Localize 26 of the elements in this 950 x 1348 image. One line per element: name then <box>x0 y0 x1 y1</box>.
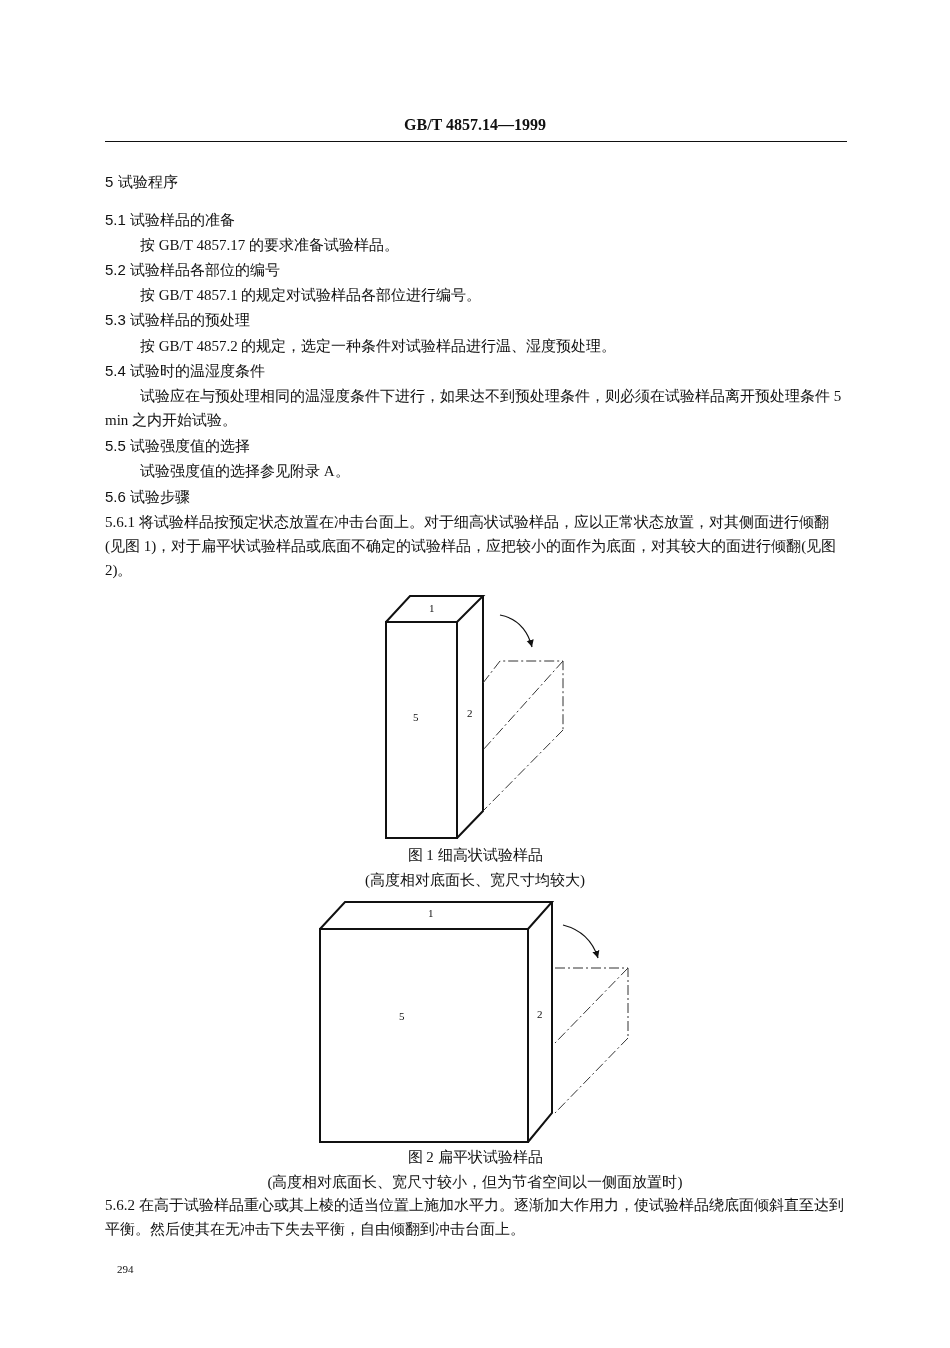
paragraph: 5.6.1 将试验样品按预定状态放置在冲击台面上。对于细高状试验样品，应以正常状态放置，对其侧面进行倾翻(见图 1)，对于扁平状试验样品或底面不确定的试验样品，应把较小的面作为底面，对其较大的面进行倾翻(见图 2)。 <box>105 513 838 580</box>
face-number: 1 <box>429 601 435 615</box>
paragraph: 5.6.2 在高于试验样品重心或其上棱的适当位置上施加水平力。逐渐加大作用力，使试验样品绕底面倾斜直至达到平衡。然后使其在无冲击下失去平衡，自由倾翻到冲击台面上。 <box>105 1196 845 1239</box>
figure-note: (高度相对底面长、宽尺寸较小，但为节省空间以一侧面放置时) <box>266 1173 684 1192</box>
figure-caption: 图 1 细高状试验样品 <box>406 846 544 865</box>
section-heading: 5.2 试验样品各部位的编号 <box>105 260 281 280</box>
section-heading: 5.5 试验强度值的选择 <box>105 436 251 456</box>
section-heading: 5.1 试验样品的准备 <box>105 210 236 230</box>
face-number: 2 <box>467 706 473 720</box>
paragraph: 按 GB/T 4857.17 的要求准备试验样品。 <box>140 236 399 255</box>
section-heading: 5.4 试验时的温湿度条件 <box>105 361 266 381</box>
figure-note: (高度相对底面长、宽尺寸均较大) <box>364 871 586 890</box>
page-header: GB/T 4857.14—1999 <box>403 115 547 135</box>
face-number: 1 <box>428 906 434 920</box>
paragraph: 试验强度值的选择参见附录 A。 <box>140 462 350 481</box>
section-heading: 5 试验程序 <box>105 172 178 192</box>
paragraph: 按 GB/T 4857.2 的规定，选定一种条件对试验样品进行温、湿度预处理。 <box>140 337 617 356</box>
face-number: 5 <box>399 1009 405 1023</box>
figure-caption: 图 2 扁平状试验样品 <box>406 1148 544 1167</box>
paragraph: 试验应在与预处理相同的温湿度条件下进行，如果达不到预处理条件，则必须在试验样品离开预处理条件 5 min 之内开始试验。 <box>105 387 843 430</box>
section-heading: 5.3 试验样品的预处理 <box>105 310 251 330</box>
page-number: 294 <box>117 1262 134 1276</box>
face-number: 5 <box>413 710 419 724</box>
face-number: 2 <box>537 1007 543 1021</box>
section-heading: 5.6 试验步骤 <box>105 487 191 507</box>
paragraph: 按 GB/T 4857.1 的规定对试验样品各部位进行编号。 <box>140 286 482 305</box>
